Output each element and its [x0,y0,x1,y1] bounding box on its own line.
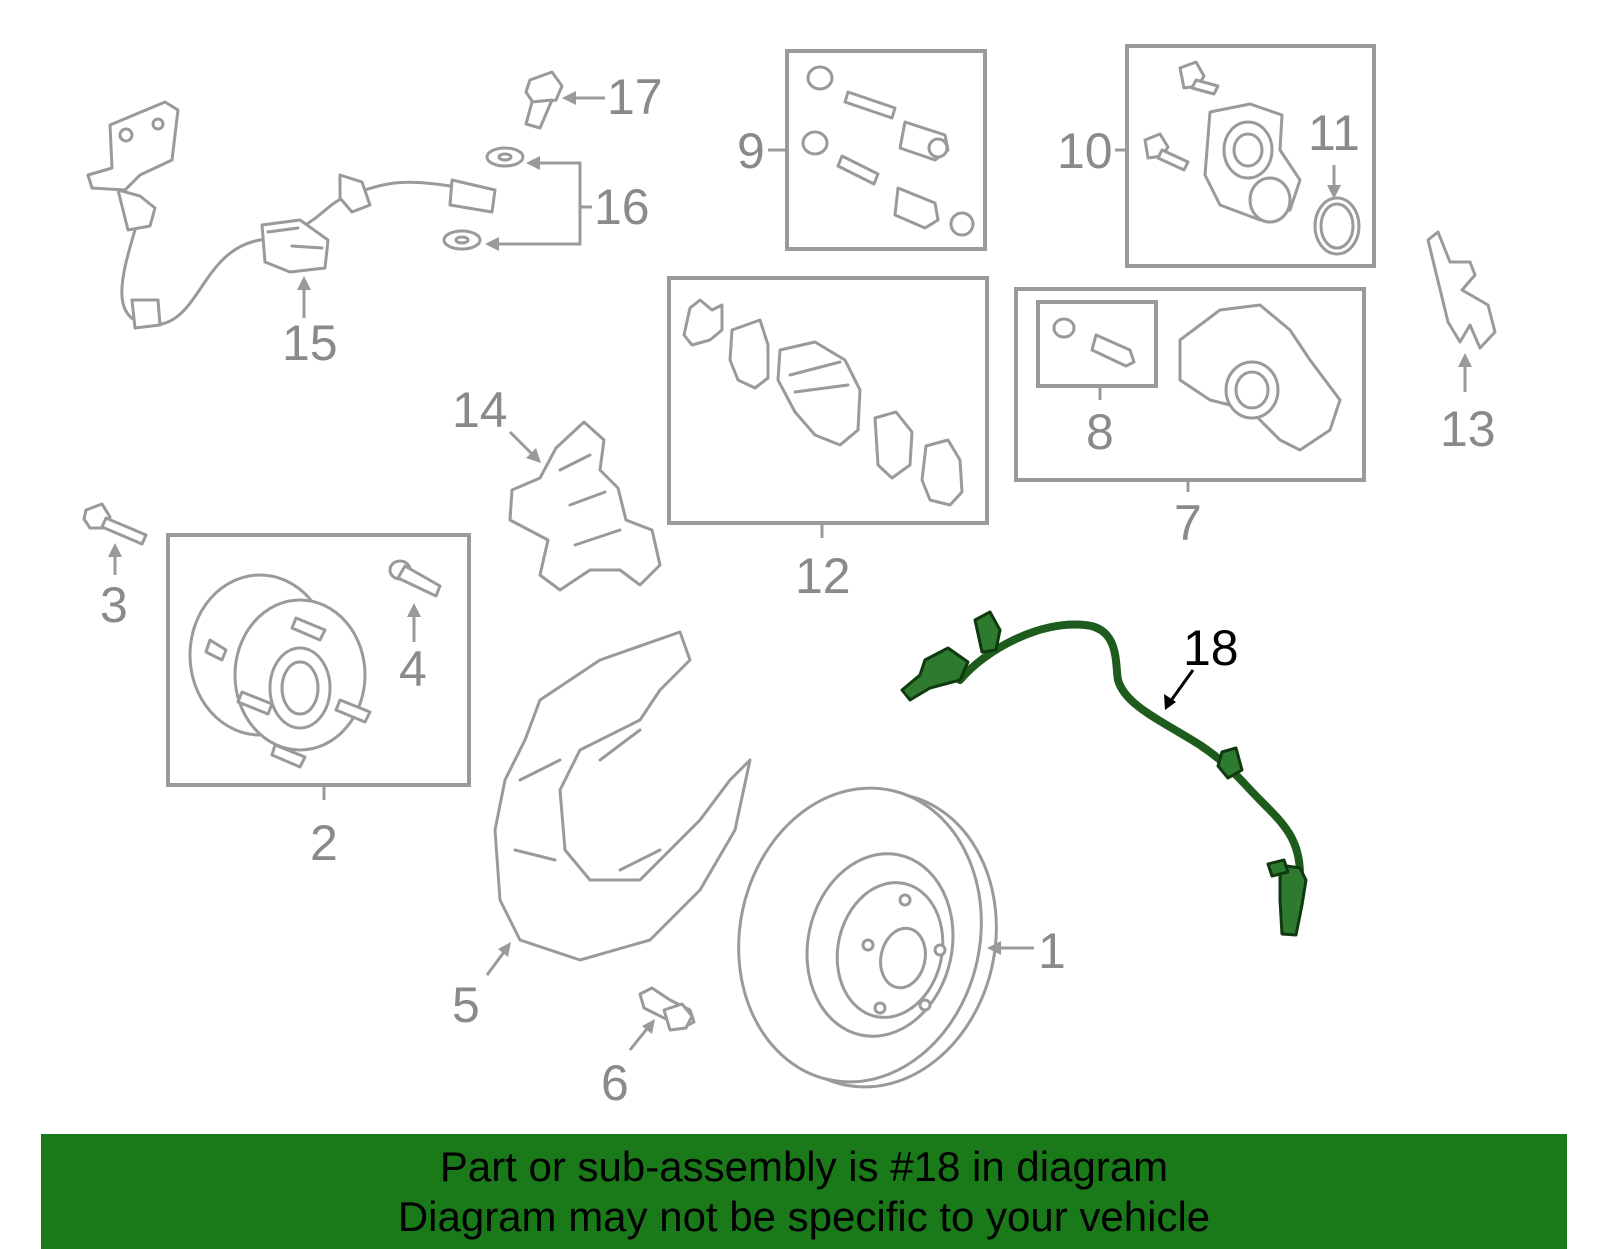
footer-line-2: Diagram may not be specific to your vehi… [397,1192,1211,1240]
part-17-bolt [524,70,564,130]
part-7-caliper [1178,303,1342,452]
label-18: 18 [1183,620,1239,676]
label-12-group: 12 [795,523,851,604]
part-5-dust-shield [493,630,752,962]
label-6: 6 [601,1055,629,1111]
part-13-clip [1426,230,1497,350]
part-9-guide-pins [801,65,975,237]
label-16-group: 16 [485,156,650,251]
label-3-group: 3 [100,543,128,633]
label-4: 4 [399,641,427,697]
box-8 [1036,300,1158,388]
label-13: 13 [1440,401,1496,457]
part-16-washers [442,146,525,251]
label-7: 7 [1174,495,1202,551]
label-9-group: 9 [737,123,787,179]
label-11-group: 11 [1308,105,1360,199]
label-10-group: 10 [1057,123,1127,179]
label-15: 15 [282,315,338,371]
label-18-group: 18 [1164,620,1239,710]
label-14: 14 [452,382,508,438]
label-2: 2 [310,815,338,871]
label-6-group: 6 [601,1019,655,1111]
part-15-speed-sensor [86,100,497,330]
label-17: 17 [607,69,663,125]
box-2 [166,533,471,787]
part-11-o-ring [1313,196,1361,256]
label-5: 5 [452,977,480,1033]
label-12: 12 [795,548,851,604]
part-4-stud [388,559,442,598]
label-7-group: 7 [1174,480,1202,551]
part-6-bolt [638,986,696,1032]
label-14-group: 14 [452,382,541,463]
label-1: 1 [1038,923,1066,979]
label-2-group: 2 [310,785,338,871]
label-3: 3 [100,577,128,633]
label-11: 11 [1308,105,1360,161]
label-13-group: 13 [1440,353,1496,457]
part-14-caliper-bracket [508,420,662,592]
part-3-bolt [82,502,148,546]
label-17-group: 17 [562,69,663,125]
label-15-group: 15 [282,276,338,371]
box-12 [667,276,989,525]
label-16: 16 [594,179,650,235]
label-9: 9 [737,123,765,179]
part-12-brake-pads [682,298,964,507]
box-10 [1125,44,1376,268]
label-10: 10 [1057,123,1113,179]
label-8: 8 [1086,404,1114,460]
part-8-bleeder [1052,317,1136,368]
label-1-group: 1 [987,923,1066,979]
part-1-rotor [737,786,998,1089]
box-7 [1014,287,1366,482]
part-18-sensor-harness [900,610,1308,937]
label-4-group: 4 [399,603,427,697]
label-5-group: 5 [452,942,511,1033]
footer-line-1: Part or sub-assembly is #18 in diagram [439,1142,1169,1190]
part-10-caliper-motor [1143,60,1302,224]
label-8-group: 8 [1086,386,1114,460]
part-2-hub [188,573,372,769]
footer-banner: Part or sub-assembly is #18 in diagram D… [41,1134,1567,1249]
